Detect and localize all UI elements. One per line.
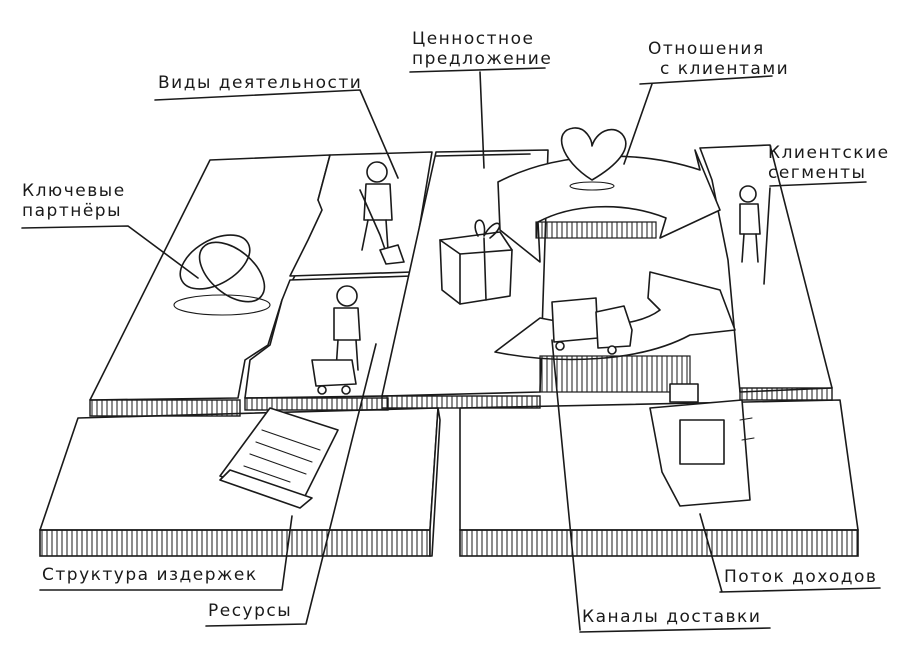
value-proposition-label: Ценностное предложение <box>412 29 553 69</box>
cost-structure-label: Структура издержек <box>42 565 258 586</box>
customer-segments-line-2: сегменты <box>768 162 867 183</box>
customer-relationships-line-2: с клиентами <box>660 58 790 79</box>
channels-label: Каналы доставки <box>582 607 762 628</box>
cash-register-icon <box>649 383 755 507</box>
key-partners-label: Ключевые партнёры <box>22 181 126 221</box>
customer-segments-block <box>699 144 833 401</box>
key-partners-line-2: партнёры <box>22 200 123 221</box>
person-with-cart-icon <box>311 285 361 395</box>
key-partners-line-1: Ключевые <box>22 181 126 201</box>
revenue-streams-text: Поток доходов <box>724 567 878 587</box>
relationship-arrow <box>497 149 721 263</box>
standing-person-icon <box>739 185 761 263</box>
gift-box-icon <box>439 219 513 305</box>
key-resources-text: Ресурсы <box>208 601 293 621</box>
cost-structure-text: Структура издержек <box>42 565 258 585</box>
key-activities-text: Виды деятельности <box>158 73 363 93</box>
key-activities-label: Виды деятельности <box>158 73 363 94</box>
customer-relationships-label: Отношения с клиентами <box>648 39 790 79</box>
interlocked-rings-icon <box>173 234 271 316</box>
digging-person-icon <box>359 161 405 265</box>
customer-relationships-line-1: Отношения <box>648 39 765 59</box>
delivery-truck-icon <box>551 297 633 355</box>
customer-segments-line-1: Клиентские <box>768 143 890 163</box>
revenue-streams-block <box>459 399 859 557</box>
document-icon <box>219 407 339 509</box>
key-resources-label: Ресурсы <box>208 601 293 622</box>
channels-text: Каналы доставки <box>582 607 762 627</box>
value-proposition-line-1: Ценностное <box>412 29 535 49</box>
heart-icon <box>560 127 627 191</box>
leader-lines <box>21 67 881 633</box>
customer-segments-label: Клиентские сегменты <box>768 143 890 183</box>
revenue-streams-label: Поток доходов <box>724 567 878 588</box>
value-proposition-line-2: предложение <box>412 48 553 69</box>
